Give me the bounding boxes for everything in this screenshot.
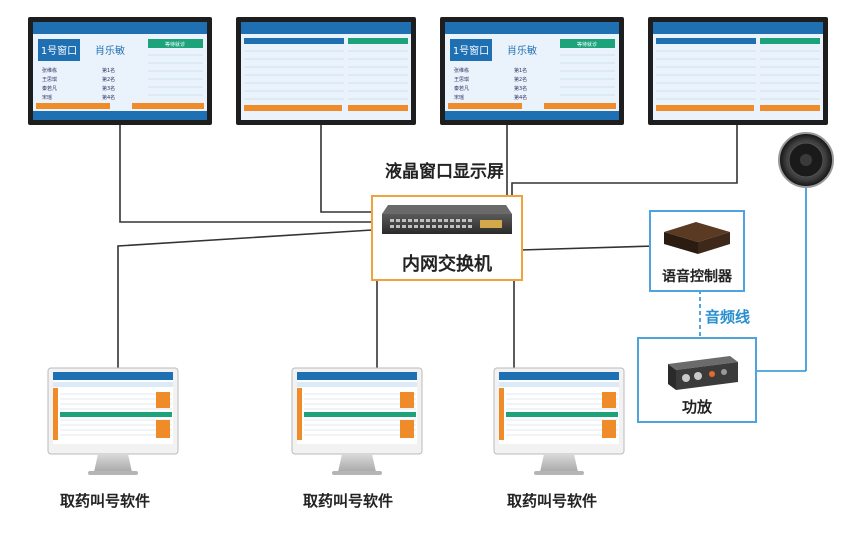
audio-amplifier-icon [668, 356, 738, 390]
desktop-1 [47, 367, 179, 475]
screen-list-header: 等待就诊 [577, 41, 597, 48]
screen-patient-1: 张维栋 [454, 67, 469, 74]
screen-count-4: 第4名 [102, 94, 115, 101]
screen-doctor-name: 肖乐敏 [507, 44, 537, 57]
desktop-monitor-icon [47, 367, 179, 475]
screen-count-2: 第2名 [514, 76, 527, 83]
voice-controller-icon [664, 222, 730, 254]
client-software-label-2: 取药叫号软件 [303, 492, 394, 510]
desktop-3 [493, 367, 625, 475]
screen-window-label: 1号窗口 [453, 44, 489, 57]
voice-controller-box [649, 210, 745, 292]
lcd-screens-label: 液晶窗口显示屏 [385, 162, 504, 182]
lcd-screen-1: 1号窗口 肖乐敏 等待就诊 张维栋 王思琪 秦若凡 宋瑶 第1名 第2名 第3名… [28, 17, 212, 125]
screen-doctor-name: 肖乐敏 [95, 44, 125, 57]
audio-line-label: 音频线 [705, 308, 751, 326]
link-controller [519, 245, 656, 251]
link-lcd-4 [511, 124, 738, 196]
screen-patient-3: 秦若凡 [454, 85, 469, 92]
lcd-screen-3: 1号窗口 肖乐敏 等待就诊 张维栋 王思琪 秦若凡 宋瑶 第1名 第2名 第3名… [440, 17, 624, 125]
screen-window-label: 1号窗口 [41, 44, 77, 57]
screen-count-4: 第4名 [514, 94, 527, 101]
link-pc-1 [117, 229, 373, 368]
screen-count-1: 第1名 [102, 67, 115, 74]
screen-count-1: 第1名 [514, 67, 527, 74]
network-switch-icon [382, 205, 512, 234]
screen-count-3: 第3名 [102, 85, 115, 92]
client-software-label-1: 取药叫号软件 [60, 492, 151, 510]
screen-patient-3: 秦若凡 [42, 85, 57, 92]
lcd-screen-2 [236, 17, 416, 125]
amplifier-label: 功放 [681, 398, 712, 416]
voice-controller-label: 语音控制器 [662, 269, 732, 285]
network-links [117, 124, 738, 368]
screen-patient-2: 王思琪 [42, 76, 57, 83]
link-lcd-2 [320, 124, 372, 213]
screen-patient-4: 宋瑶 [454, 94, 464, 101]
lcd-screen-4 [648, 17, 828, 125]
amplifier-box [637, 337, 757, 423]
screen-count-2: 第2名 [102, 76, 115, 83]
screen-list-header: 等待就诊 [165, 41, 185, 48]
link-lcd-1 [119, 124, 372, 223]
desktop-2 [291, 367, 423, 475]
screen-count-3: 第3名 [514, 85, 527, 92]
desktop-monitor-icon [493, 367, 625, 475]
speaker-icon [778, 132, 834, 188]
screen-patient-4: 宋瑶 [42, 94, 52, 101]
switch-box [371, 195, 523, 281]
screen-patient-1: 张维栋 [42, 67, 57, 74]
client-software-label-3: 取药叫号软件 [507, 492, 598, 510]
switch-label: 内网交换机 [402, 254, 492, 275]
screen-patient-2: 王思琪 [454, 76, 469, 83]
desktop-monitor-icon [291, 367, 423, 475]
